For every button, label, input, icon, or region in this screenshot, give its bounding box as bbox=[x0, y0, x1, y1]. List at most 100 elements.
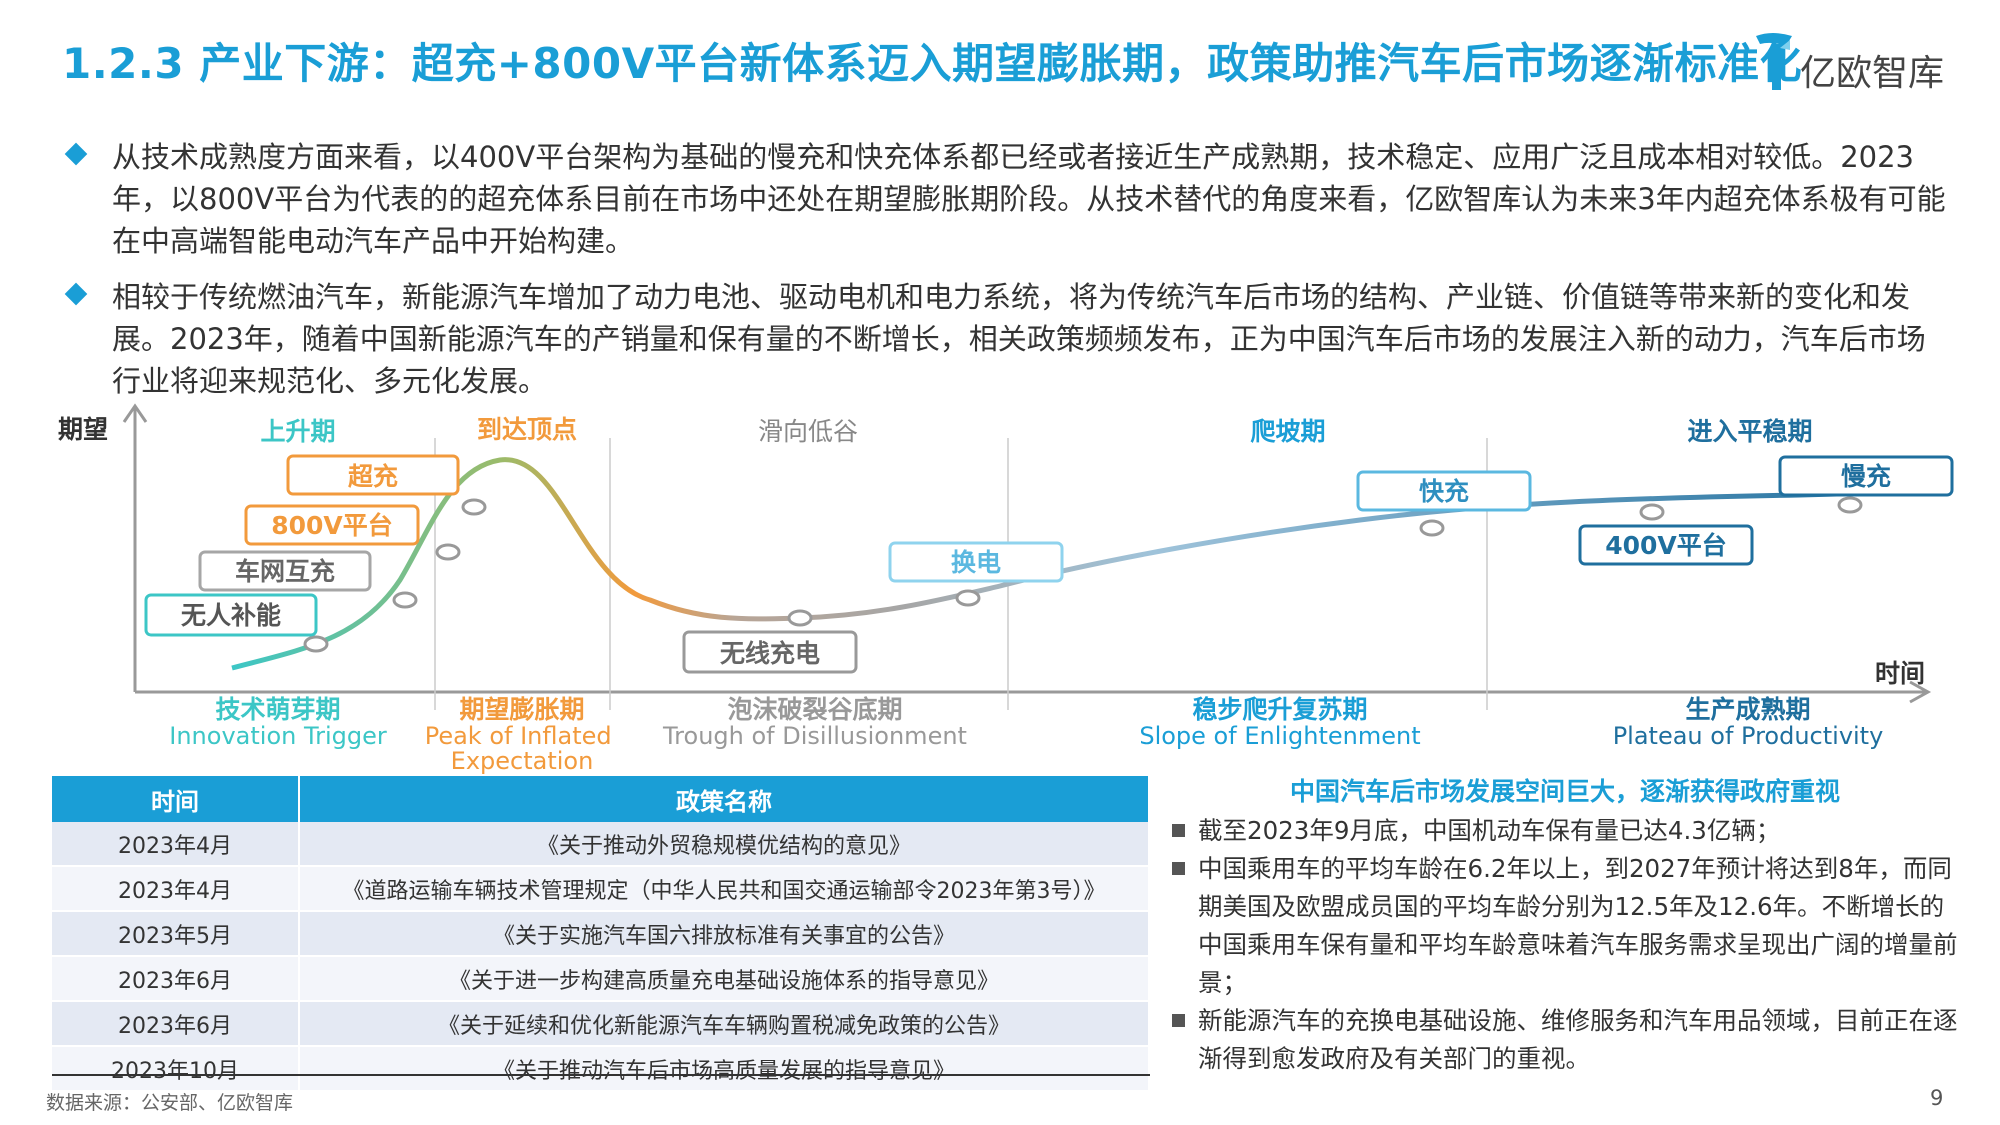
yiou-logo-icon bbox=[1756, 33, 1792, 90]
curve-nodes bbox=[303, 496, 1863, 653]
summary-bullet: 相较于传统燃油汽车，新能源汽车增加了动力电池、驱动电机和电力系统，将为传统汽车后… bbox=[64, 276, 1948, 402]
node-slow bbox=[1837, 496, 1863, 514]
table-header-row: 时间 政策名称 bbox=[52, 776, 1150, 822]
tech-text: 800V平台 bbox=[271, 511, 393, 540]
tech-label-v2g: 车网互充 bbox=[198, 550, 372, 592]
phase-cn-innovation: 技术萌芽期 bbox=[215, 695, 340, 724]
phase-en-peak: Peak of Inflated Expectation bbox=[425, 722, 620, 775]
cell-policy: 《关于推动汽车后市场高质量发展的指导意见》 bbox=[299, 1046, 1150, 1092]
tech-text: 400V平台 bbox=[1605, 531, 1727, 560]
col-header-time: 时间 bbox=[52, 776, 300, 822]
phase-label-peak: 到达顶点 bbox=[477, 415, 577, 444]
list-item-text: 新能源汽车的充换电基础设施、维修服务和汽车用品领域，目前正在逐渐得到愈发政府及有… bbox=[1198, 1006, 1958, 1073]
cell-time: 2023年10月 bbox=[52, 1046, 300, 1092]
square-bullet-icon bbox=[1172, 824, 1185, 837]
tech-box bbox=[286, 454, 460, 496]
phase-cn-trough: 泡沫破裂谷底期 bbox=[727, 695, 902, 724]
right-panel-title: 中国汽车后市场发展空间巨大，逐渐获得政府重视 bbox=[1289, 777, 1840, 806]
cell-policy: 《道路运输车辆技术管理规定（中华人民共和国交通运输部令2023年第3号）》 bbox=[299, 866, 1150, 912]
phase-label-plateau: 进入平稳期 bbox=[1687, 417, 1812, 446]
diamond-bullet-icon bbox=[64, 142, 88, 166]
tech-box bbox=[244, 504, 420, 546]
x-axis-label: 时间 bbox=[1875, 659, 1925, 688]
tech-box bbox=[682, 630, 858, 674]
table-row: 2023年4月 《关于推动外贸稳规模优结构的意见》 bbox=[52, 822, 1150, 867]
tech-box bbox=[1778, 455, 1954, 497]
table-row: 2023年5月 《关于实施汽车国六排放标准有关事宜的公告》 bbox=[52, 911, 1150, 957]
logo-text: 亿欧智库 bbox=[1800, 53, 1945, 94]
cell-policy: 《关于延续和优化新能源汽车车辆购置税减免政策的公告》 bbox=[299, 1001, 1150, 1047]
summary-bullet: 从技术成熟度方面来看，以400V平台架构为基础的慢充和快充体系都已经或者接近生产… bbox=[64, 136, 1948, 262]
tech-label-unmanned: 无人补能 bbox=[144, 593, 318, 637]
tech-label-wireless: 无线充电 bbox=[682, 630, 858, 674]
tech-box bbox=[1578, 524, 1754, 566]
tech-text: 车网互充 bbox=[235, 557, 335, 586]
phase-en-slope: Slope of Enlightenment bbox=[1139, 722, 1420, 750]
node-unmanned bbox=[303, 635, 329, 653]
cell-time: 2023年5月 bbox=[52, 911, 300, 957]
cell-time: 2023年4月 bbox=[52, 866, 300, 912]
node-400v bbox=[1639, 503, 1665, 521]
list-item: 新能源汽车的充换电基础设施、维修服务和汽车用品领域，目前正在逐渐得到愈发政府及有… bbox=[1170, 1002, 1960, 1078]
summary-bullets: 从技术成熟度方面来看，以400V平台架构为基础的慢充和快充体系都已经或者接近生产… bbox=[64, 136, 1948, 416]
diamond-bullet-icon bbox=[64, 282, 88, 306]
cell-policy: 《关于推动外贸稳规模优结构的意见》 bbox=[299, 822, 1150, 867]
hype-cycle-diagram: 期望 时间 上升期 到达顶点 滑向低谷 爬坡期 进入平稳期 无人补能 车网互充 … bbox=[58, 403, 1954, 775]
tech-label-fast: 快充 bbox=[1356, 470, 1532, 512]
phase-cn-plateau: 生产成熟期 bbox=[1685, 695, 1810, 724]
tech-label-slow: 慢充 bbox=[1778, 455, 1954, 497]
phase-en-peak-text: Peak of Inflated bbox=[425, 722, 612, 750]
tech-label-swap: 换电 bbox=[888, 541, 1064, 583]
policy-table: 时间 政策名称 2023年4月 《关于推动外贸稳规模优结构的意见》 2023年4… bbox=[52, 776, 1150, 1092]
phase-en-peak-text-line2: Expectation bbox=[451, 747, 594, 775]
page-title: 1.2.3 产业下游：超充+800V平台新体系迈入期望膨胀期，政策助推汽车后市场… bbox=[62, 39, 1803, 88]
tech-box bbox=[144, 593, 318, 637]
tech-text: 换电 bbox=[951, 548, 1001, 577]
tech-text: 无人补能 bbox=[181, 601, 281, 630]
phase-label-climbing: 爬坡期 bbox=[1250, 417, 1325, 446]
square-bullet-icon bbox=[1172, 862, 1185, 875]
list-item-text: 截至2023年9月底，中国机动车保有量已达4.3亿辆； bbox=[1198, 816, 1781, 845]
phase-label-rising: 上升期 bbox=[260, 417, 335, 446]
node-800v bbox=[435, 543, 461, 561]
y-axis-label: 期望 bbox=[58, 415, 108, 444]
right-panel-list: 截至2023年9月底，中国机动车保有量已达4.3亿辆； 中国乘用车的平均车龄在6… bbox=[1170, 812, 1960, 1078]
phase-en-trough: Trough of Disillusionment bbox=[662, 722, 967, 750]
phase-label-sliding: 滑向低谷 bbox=[758, 417, 858, 446]
phase-en-innovation: Innovation Trigger bbox=[169, 722, 387, 750]
data-source: 数据来源：公安部、亿欧智库 bbox=[46, 1092, 294, 1114]
table-row: 2023年6月 《关于进一步构建高质量充电基础设施体系的指导意见》 bbox=[52, 956, 1150, 1002]
square-bullet-icon bbox=[1172, 1014, 1185, 1027]
node-swap bbox=[955, 589, 981, 607]
tech-label-800v: 800V平台 bbox=[244, 504, 420, 546]
page-number: 9 bbox=[1930, 1086, 1944, 1110]
node-super bbox=[461, 498, 487, 516]
bullet-text: 相较于传统燃油汽车，新能源汽车增加了动力电池、驱动电机和电力系统，将为传统汽车后… bbox=[112, 280, 1926, 398]
table-row: 2023年6月 《关于延续和优化新能源汽车车辆购置税减免政策的公告》 bbox=[52, 1001, 1150, 1047]
tech-label-400v: 400V平台 bbox=[1578, 524, 1754, 566]
list-item-text: 中国乘用车的平均车龄在6.2年以上，到2027年预计将达到8年，而同期美国及欧盟… bbox=[1198, 854, 1958, 997]
table-row: 2023年4月 《道路运输车辆技术管理规定（中华人民共和国交通运输部令2023年… bbox=[52, 866, 1150, 912]
tech-box bbox=[888, 541, 1064, 583]
tech-text: 慢充 bbox=[1841, 462, 1891, 491]
phase-en-plateau: Plateau of Productivity bbox=[1613, 722, 1884, 750]
list-item: 截至2023年9月底，中国机动车保有量已达4.3亿辆； bbox=[1170, 812, 1960, 850]
node-fast bbox=[1419, 519, 1445, 537]
cell-policy: 《关于实施汽车国六排放标准有关事宜的公告》 bbox=[299, 911, 1150, 957]
table-row: 2023年10月 《关于推动汽车后市场高质量发展的指导意见》 bbox=[52, 1046, 1150, 1092]
cell-policy: 《关于进一步构建高质量充电基础设施体系的指导意见》 bbox=[299, 956, 1150, 1002]
bullet-text: 从技术成熟度方面来看，以400V平台架构为基础的慢充和快充体系都已经或者接近生产… bbox=[112, 140, 1946, 258]
tech-label-super: 超充 bbox=[286, 454, 460, 496]
node-v2g bbox=[392, 591, 418, 609]
x-axis-arrow-icon bbox=[1909, 680, 1932, 704]
table-bottom-rule bbox=[52, 1074, 1150, 1076]
col-header-policy: 政策名称 bbox=[299, 776, 1150, 822]
tech-box bbox=[198, 550, 372, 592]
cell-time: 2023年4月 bbox=[52, 822, 300, 867]
tech-text: 无线充电 bbox=[720, 639, 820, 668]
tech-text: 超充 bbox=[348, 462, 398, 491]
y-axis-arrow-icon bbox=[122, 403, 148, 423]
phase-cn-slope: 稳步爬升复苏期 bbox=[1192, 695, 1367, 724]
list-item: 中国乘用车的平均车龄在6.2年以上，到2027年预计将达到8年，而同期美国及欧盟… bbox=[1170, 850, 1960, 1002]
node-wireless bbox=[787, 609, 813, 627]
